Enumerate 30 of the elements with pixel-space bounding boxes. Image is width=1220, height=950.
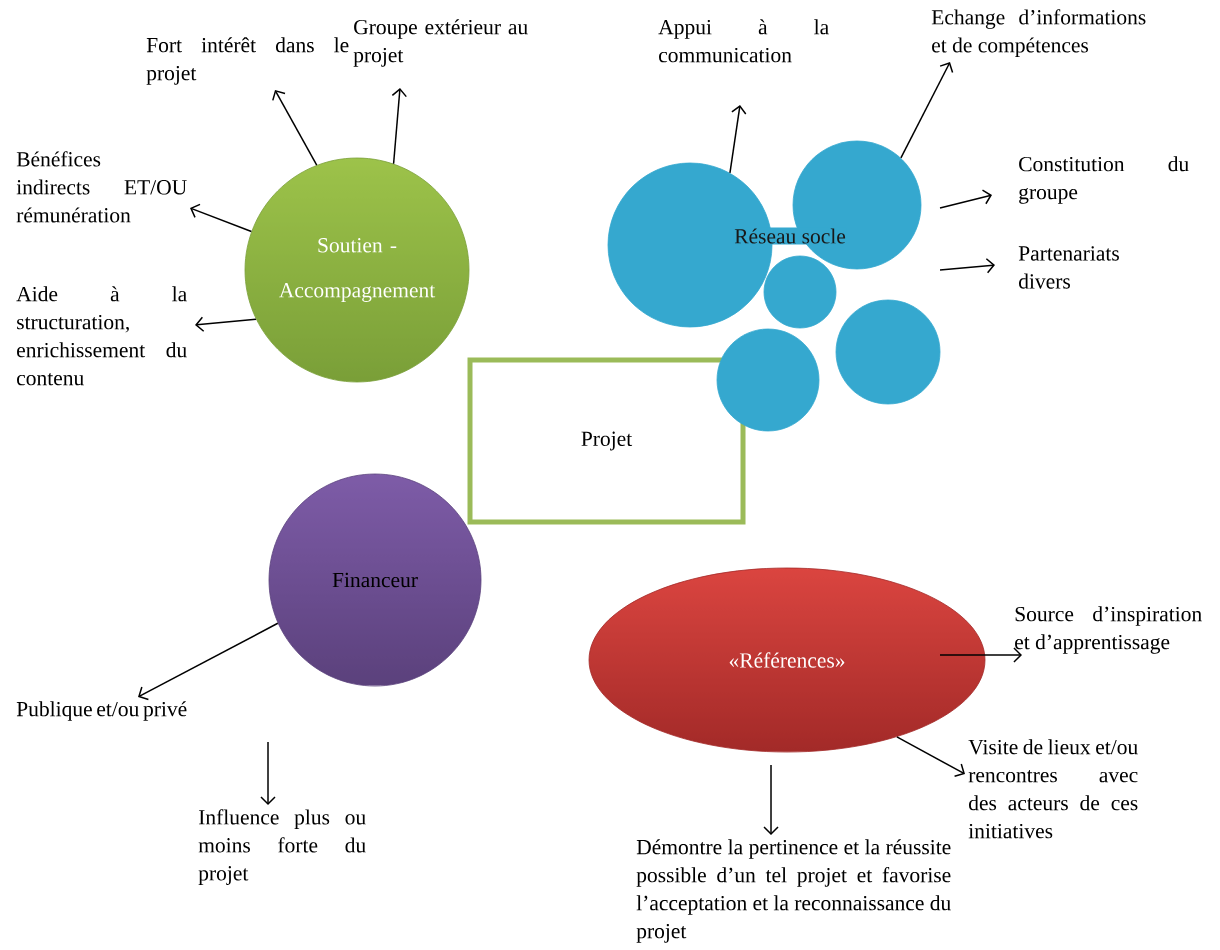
arrow	[896, 736, 965, 778]
arrow	[195, 316, 257, 332]
note-text: Echange d’informations et de compétences	[931, 9, 1146, 57]
bubble-circle	[763, 255, 837, 329]
note-text: Publique et/ou privé	[16, 701, 187, 721]
arrow	[939, 258, 995, 274]
note-text: Source d’inspiration et d’apprentissage	[1015, 606, 1202, 654]
bubble-circle	[835, 299, 941, 405]
note-text: Fort intérêt dans le projet	[146, 37, 349, 85]
network-label: Réseau socle	[733, 227, 847, 245]
note-text: Influence plus ou moins forte du projet	[198, 809, 366, 885]
note-text: Constitution du groupe	[1019, 156, 1189, 204]
note-text: Partenariats divers	[1018, 246, 1119, 289]
note-text: Bénéfices indirects ET/OU rémunération	[16, 151, 187, 223]
arrow	[729, 105, 747, 174]
arrow	[190, 203, 253, 233]
arrow	[939, 189, 992, 209]
project-box: Projet	[467, 357, 746, 525]
note-text: Appui à la communication	[658, 19, 829, 63]
note-text: Groupe extérieur au projet	[353, 19, 528, 67]
note-text: Aide à la structuration, enrichissement du contenu	[16, 286, 187, 386]
arrow	[138, 622, 279, 701]
arrow	[939, 647, 1022, 663]
arrow	[763, 764, 779, 835]
note-text: Démontre la pertinence et la réussite possible d’un tel projet et favorise l’acceptation et la reconnaissance du projet	[636, 839, 951, 943]
arrow	[900, 62, 954, 159]
arrow	[260, 741, 276, 805]
arrow	[272, 89, 318, 166]
bubble-circle	[716, 328, 820, 432]
arrow	[391, 88, 408, 165]
